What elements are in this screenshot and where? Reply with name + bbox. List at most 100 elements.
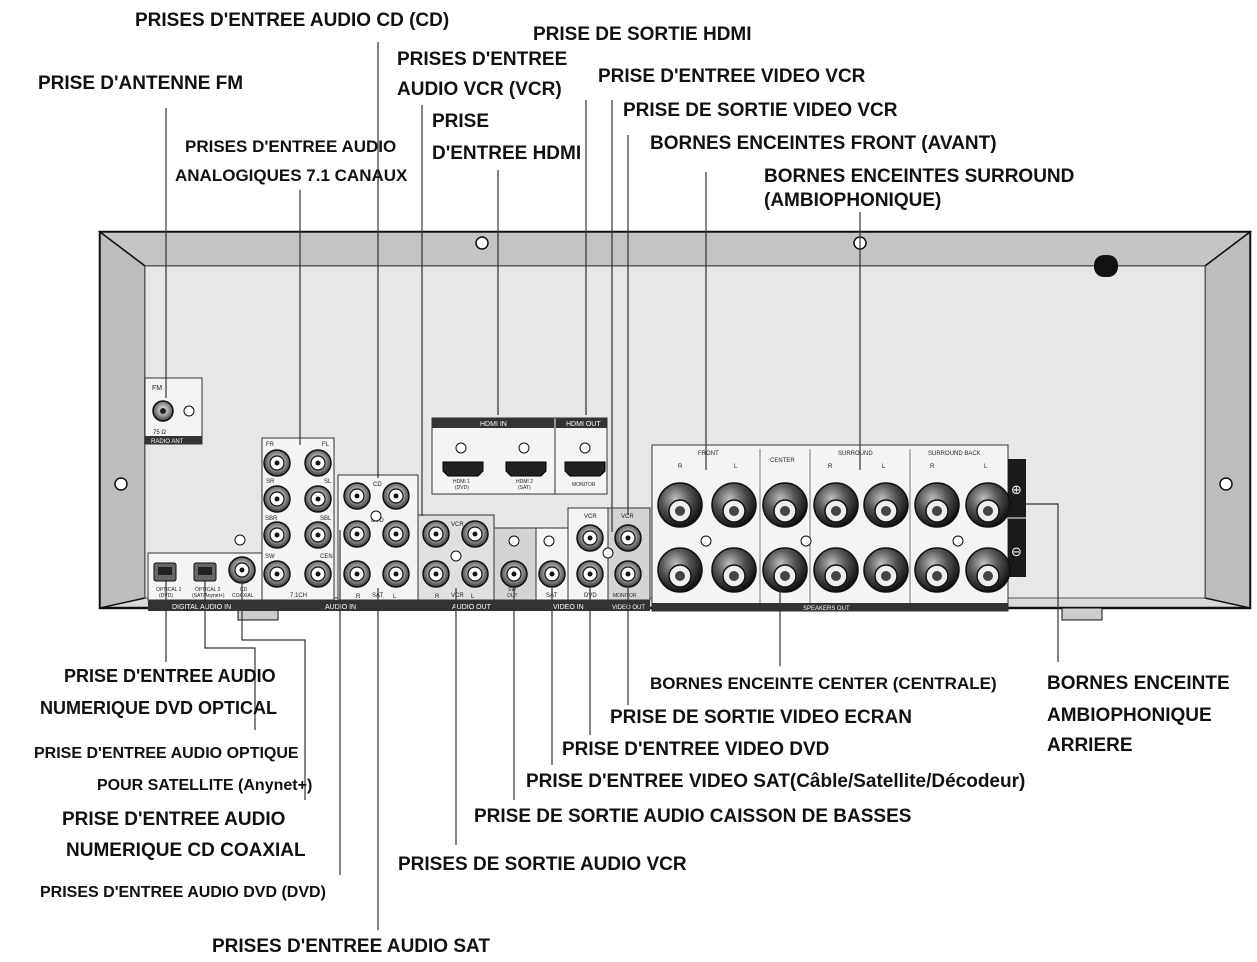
jack-sbr-pin — [274, 532, 280, 538]
callout-vcr-audio-out: PRISES DE SORTIE AUDIO VCR — [398, 854, 687, 875]
radio-ant-label: RADIO ANT — [151, 439, 184, 445]
callout-surround-back-2: AMBIOPHONIQUE — [1047, 705, 1212, 726]
video-vcr-in-label: VCR — [584, 514, 597, 520]
vcr-audio-out-r: R — [435, 594, 440, 600]
callout-analog-71-1: PRISES D'ENTREE AUDIO — [185, 137, 396, 156]
callout-surround-1: BORNES ENCEINTES SURROUND — [764, 166, 1074, 187]
surround-back-r-label: R — [930, 464, 935, 470]
speaker-terminal-surround-back-l-plus-pin — [983, 506, 993, 516]
speaker-terminal-surround-r-minus-pin — [831, 571, 841, 581]
jack-video-monitor-pin — [625, 571, 631, 577]
callout-cd-coaxial-2: NUMERIQUE CD COAXIAL — [66, 840, 306, 861]
cd-coax-label: CD — [240, 587, 248, 593]
jack-video-sat-pin — [549, 571, 555, 577]
speaker-terminal-center-minus-pin — [780, 571, 790, 581]
panel-screw-0 — [700, 535, 712, 547]
surround-r-label: R — [828, 464, 833, 470]
center-label: CENTER — [770, 458, 795, 464]
callout-hdmi-out: PRISE DE SORTIE HDMI — [533, 24, 752, 45]
jack-fr-pin — [274, 460, 280, 466]
vcr-audio-out-label: VCR — [451, 593, 464, 599]
panel-screw-2 — [952, 535, 964, 547]
digital-audio-in-label: DIGITAL AUDIO IN — [172, 604, 231, 611]
callout-dvd-audio-in: PRISES D'ENTREE AUDIO DVD (DVD) — [40, 884, 326, 901]
jack-dvd-r-pin — [354, 531, 360, 537]
jack-sw-out-pin — [511, 571, 517, 577]
jack-vcr-out-l-pin — [472, 571, 478, 577]
video-vcr-out-label: VCR — [621, 514, 634, 520]
speaker-terminal-surround-r-plus-pin — [831, 506, 841, 516]
leader-lines — [165, 42, 1059, 930]
plus-symbol: ⊕ — [1011, 483, 1022, 498]
jack-sl-pin — [315, 496, 321, 502]
front-r-label: R — [678, 464, 683, 470]
jack-video-vcr-in-pin — [587, 535, 593, 541]
monitor-label: MONITOR — [572, 482, 596, 488]
jack-vcr-out-r-pin — [433, 571, 439, 577]
cen-label: CEN — [320, 554, 333, 560]
hdmi-monitor-port[interactable] — [564, 461, 606, 477]
sw-out-label-2: OUT — [507, 593, 518, 599]
optical2-sub: (SAT/Anynet+) — [192, 593, 225, 599]
video-monitor-label: MONITOR — [613, 593, 637, 599]
audio-out-label: AUDIO OUT — [452, 604, 492, 611]
hdmi-2-port[interactable] — [505, 461, 547, 477]
hdmi1-label: HDMI 1 — [453, 479, 470, 485]
callouts: PRISES D'ENTREE AUDIO CD (CD) PRISE DE S… — [34, 10, 1230, 957]
speakers-out-label: SPEAKERS OUT — [803, 606, 850, 612]
callout-dvd-optical-1: PRISE D'ENTREE AUDIO — [64, 666, 276, 686]
speaker-terminal-front-l-plus-pin — [729, 506, 739, 516]
callout-surround-back-1: BORNES ENCEINTE — [1047, 673, 1230, 694]
surround-l-label: L — [882, 464, 886, 470]
speaker-terminal-surround-back-r-plus-pin — [932, 506, 942, 516]
panel-screw-1 — [800, 535, 812, 547]
front-label: FRONT — [698, 451, 719, 457]
hdmi-out-label: HDMI OUT — [566, 421, 601, 428]
sbl-label: SBL — [320, 516, 332, 522]
fm-ohm-label: 75 Ω — [153, 430, 166, 436]
video-dvd-label: DVD — [584, 593, 597, 599]
surround-back-label: SURROUND BACK — [928, 451, 981, 457]
cd-in-label: CD — [373, 482, 382, 488]
jack-cen-pin — [315, 571, 321, 577]
ch71-label: 7.1CH — [290, 593, 307, 599]
speaker-terminal-surround-l-plus-pin — [881, 506, 891, 516]
jack-vcr-in-l-pin — [472, 531, 478, 537]
callout-sat-optical-2: POUR SATELLITE (Anynet+) — [97, 777, 312, 794]
hdmi1-sub: (DVD) — [455, 485, 469, 491]
callout-vcr-audio-in-2: AUDIO VCR (VCR) — [397, 79, 562, 100]
callout-hdmi-in-2: D'ENTREE HDMI — [432, 143, 581, 164]
speaker-terminal-center-plus-pin — [780, 506, 790, 516]
hdmi2-label: HDMI 2 — [516, 479, 533, 485]
minus-symbol: ⊖ — [1011, 545, 1022, 560]
hdmi-panel: HDMI IN HDMI OUT HDMI 1 (DVD) HDMI 2 (SA… — [431, 417, 608, 495]
sat-in-r: R — [356, 594, 361, 600]
callout-vcr-video-out: PRISE DE SORTIE VIDEO VCR — [623, 100, 898, 121]
hdmi-1-port[interactable] — [442, 461, 484, 477]
speaker-terminal-surround-back-r-minus-pin — [932, 571, 942, 581]
callout-dvd-video-in: PRISE D'ENTREE VIDEO DVD — [562, 739, 829, 760]
callout-vcr-audio-in-1: PRISES D'ENTREE — [397, 49, 567, 70]
callout-surround-back-3: ARRIERE — [1047, 735, 1133, 756]
callout-analog-71-2: ANALOGIQUES 7.1 CANAUX — [175, 166, 408, 185]
coaxial-label: COAXIAL — [232, 593, 254, 599]
jack-fl-pin — [315, 460, 321, 466]
sl-label: SL — [324, 479, 332, 485]
video-out-label: VIDEO OUT — [612, 605, 645, 611]
sw-out-label: SW — [508, 587, 516, 593]
jack-video-vcr-out-pin — [625, 535, 631, 541]
callout-monitor-video-out: PRISE DE SORTIE VIDEO ECRAN — [610, 707, 912, 728]
speaker-terminal-surround-l-minus-pin — [881, 571, 891, 581]
jack-cd-r-pin — [354, 493, 360, 499]
sw-label: SW — [265, 554, 275, 560]
callout-surround-2: (AMBIOPHONIQUE) — [764, 190, 941, 211]
optical1-label: OPTICAL 1 — [156, 587, 182, 593]
fm-label: FM — [152, 385, 162, 392]
callout-sat-audio-in: PRISES D'ENTREE AUDIO SAT — [212, 936, 490, 957]
surround-back-l-label: L — [984, 464, 988, 470]
jack-sat-l-pin — [393, 571, 399, 577]
jack-sat-r-pin — [354, 571, 360, 577]
surround-label: SURROUND — [838, 451, 873, 457]
jack-cd-l-pin — [393, 493, 399, 499]
